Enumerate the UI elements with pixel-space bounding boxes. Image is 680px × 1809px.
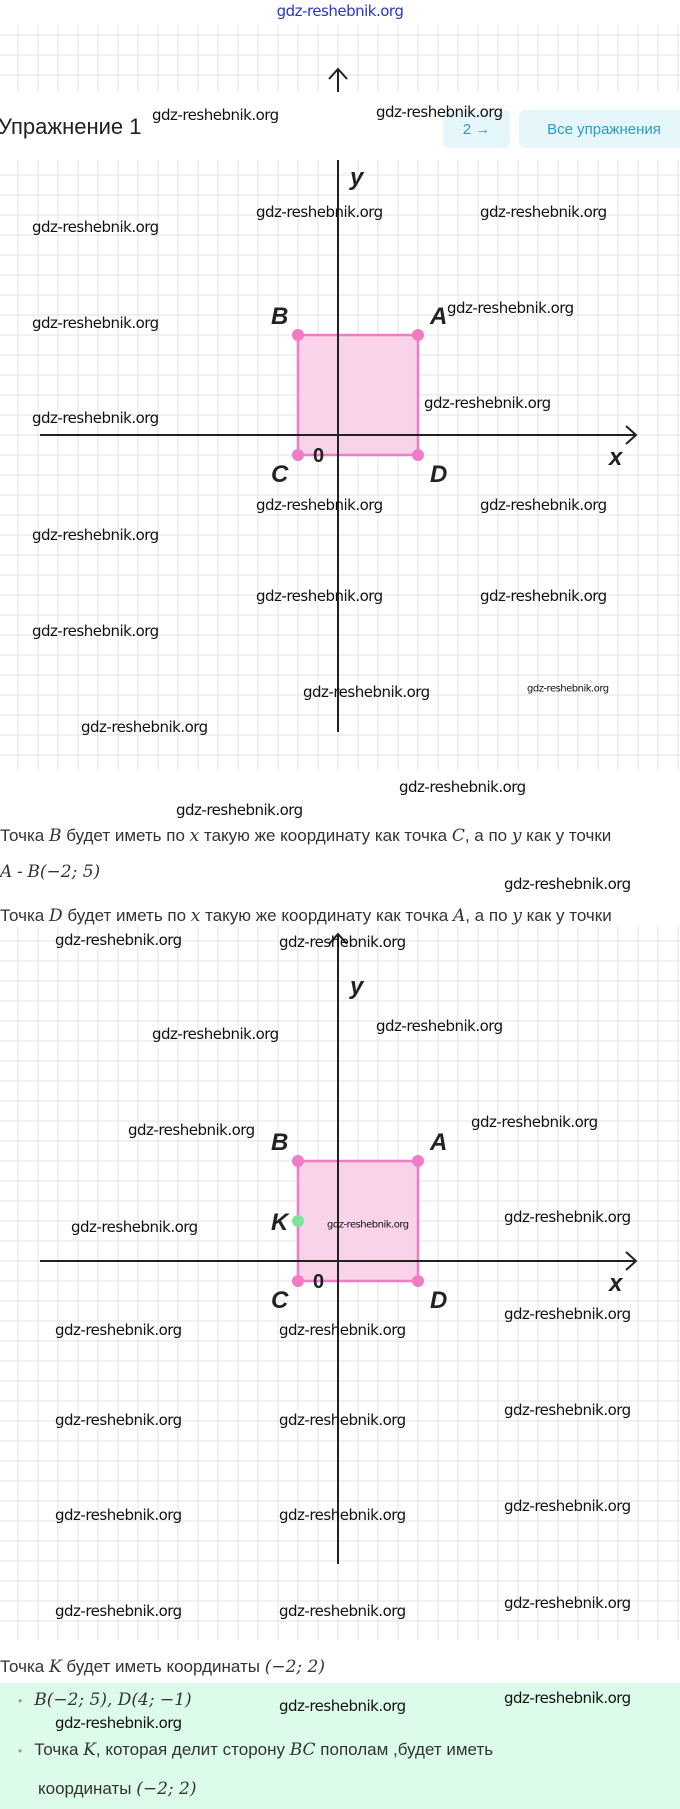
watermark: gdz-reshebnik.org: [152, 106, 279, 124]
watermark: gdz-reshebnik.org: [504, 1689, 631, 1707]
watermark: gdz-reshebnik.org: [55, 1411, 182, 1429]
point-d: [412, 1275, 424, 1287]
watermark: gdz-reshebnik.org: [256, 203, 383, 221]
watermark: gdz-reshebnik.org: [55, 931, 182, 949]
point-label-a: A: [429, 303, 447, 330]
x-axis-label: x: [607, 444, 624, 471]
explanation-b-result: A - B(−2; 5): [0, 862, 101, 882]
watermark: gdz-reshebnik.org: [504, 1401, 631, 1419]
point-label-b: B: [271, 1129, 288, 1156]
watermark: gdz-reshebnik.org: [279, 1602, 406, 1620]
watermark: gdz-reshebnik.org: [504, 1208, 631, 1226]
x-axis-arrow-icon: [625, 425, 638, 445]
site-watermark[interactable]: gdz-reshebnik.org: [276, 2, 404, 20]
watermark: gdz-reshebnik.org: [480, 587, 607, 605]
exercise-header: Упражнение 1 2 → Все упражнения: [0, 92, 680, 160]
x-axis-arrow-icon: [625, 1251, 638, 1271]
point-label-c: C: [271, 461, 289, 488]
point-k: [292, 1215, 304, 1227]
watermark: gdz-reshebnik.org: [128, 1121, 255, 1139]
watermark: gdz-reshebnik.org: [480, 496, 607, 514]
y-axis-arrow-icon: [328, 932, 348, 945]
watermark: gdz-reshebnik.org: [447, 299, 574, 317]
point-label-b: B: [271, 303, 288, 330]
watermark: gdz-reshebnik.org: [256, 587, 383, 605]
rectangle-abcd: [296, 333, 420, 457]
point-b: [292, 1155, 304, 1167]
watermark: gdz-reshebnik.org: [480, 203, 607, 221]
watermark: gdz-reshebnik.org: [32, 218, 159, 236]
point-label-k: K: [271, 1209, 290, 1236]
watermark: gdz-reshebnik.org: [32, 526, 159, 544]
explanation-k: Точка K будет иметь координаты (−2; 2): [0, 1657, 325, 1677]
watermark: gdz-reshebnik.org: [81, 718, 208, 736]
watermark: gdz-reshebnik.org: [279, 1506, 406, 1524]
point-a: [412, 329, 424, 341]
point-label-a: A: [429, 1129, 447, 1156]
point-d: [412, 449, 424, 461]
watermark: gdz-reshebnik.org: [504, 1497, 631, 1515]
page-title: Упражнение 1: [0, 114, 142, 139]
watermark: gdz-reshebnik.org: [279, 1411, 406, 1429]
watermark: gdz-reshebnik.org: [327, 1219, 409, 1231]
watermark: gdz-reshebnik.org: [504, 875, 631, 893]
answer-box: [0, 1683, 680, 1809]
point-c: [292, 1275, 304, 1287]
watermark: gdz-reshebnik.org: [71, 1218, 198, 1236]
point-label-d: D: [430, 461, 447, 488]
watermark: gdz-reshebnik.org: [399, 778, 526, 796]
watermark: gdz-reshebnik.org: [176, 801, 303, 819]
watermark: gdz-reshebnik.org: [256, 496, 383, 514]
origin-label: 0: [313, 445, 324, 467]
explanation-d: Точка D будет иметь по x такую же коорди…: [0, 906, 612, 926]
answer-item: •B(−2; 5), D(4; −1): [18, 1690, 192, 1710]
watermark: gdz-reshebnik.org: [32, 622, 159, 640]
watermark: gdz-reshebnik.org: [55, 1602, 182, 1620]
point-b: [292, 329, 304, 341]
y-axis-arrow-icon: [328, 67, 348, 80]
watermark: gdz-reshebnik.org: [279, 1321, 406, 1339]
watermark: gdz-reshebnik.org: [32, 314, 159, 332]
watermark: gdz-reshebnik.org: [376, 1017, 503, 1035]
answer-item-continued: координаты (−2; 2): [38, 1779, 197, 1799]
coordinate-chart-2: x y 0 A B K C D: [0, 926, 680, 1640]
next-exercise-button[interactable]: 2 →: [443, 110, 510, 148]
watermark: gdz-reshebnik.org: [303, 683, 430, 701]
point-a: [412, 1155, 424, 1167]
all-exercises-button[interactable]: Все упражнения: [519, 110, 680, 148]
watermark: gdz-reshebnik.org: [152, 1025, 279, 1043]
answer-item: •Точка K, которая делит сторону BC попол…: [18, 1740, 494, 1760]
watermark: gdz-reshebnik.org: [279, 1697, 406, 1715]
point-c: [292, 449, 304, 461]
watermark: gdz-reshebnik.org: [527, 683, 609, 695]
y-axis-label: y: [349, 973, 365, 1000]
watermark: gdz-reshebnik.org: [55, 1506, 182, 1524]
watermark: gdz-reshebnik.org: [471, 1113, 598, 1131]
point-label-c: C: [271, 1287, 289, 1314]
x-axis-label: x: [607, 1270, 624, 1297]
watermark: gdz-reshebnik.org: [504, 1305, 631, 1323]
explanation-b: Точка B будет иметь по x такую же коорди…: [0, 826, 612, 846]
watermark: gdz-reshebnik.org: [55, 1714, 182, 1732]
y-axis-label: y: [349, 164, 365, 191]
watermark: gdz-reshebnik.org: [55, 1321, 182, 1339]
watermark: gdz-reshebnik.org: [279, 933, 406, 951]
watermark: gdz-reshebnik.org: [424, 394, 551, 412]
watermark: gdz-reshebnik.org: [504, 1594, 631, 1612]
point-label-d: D: [430, 1287, 447, 1314]
origin-label: 0: [313, 1271, 324, 1293]
watermark: gdz-reshebnik.org: [32, 409, 159, 427]
watermark: gdz-reshebnik.org: [376, 103, 503, 121]
